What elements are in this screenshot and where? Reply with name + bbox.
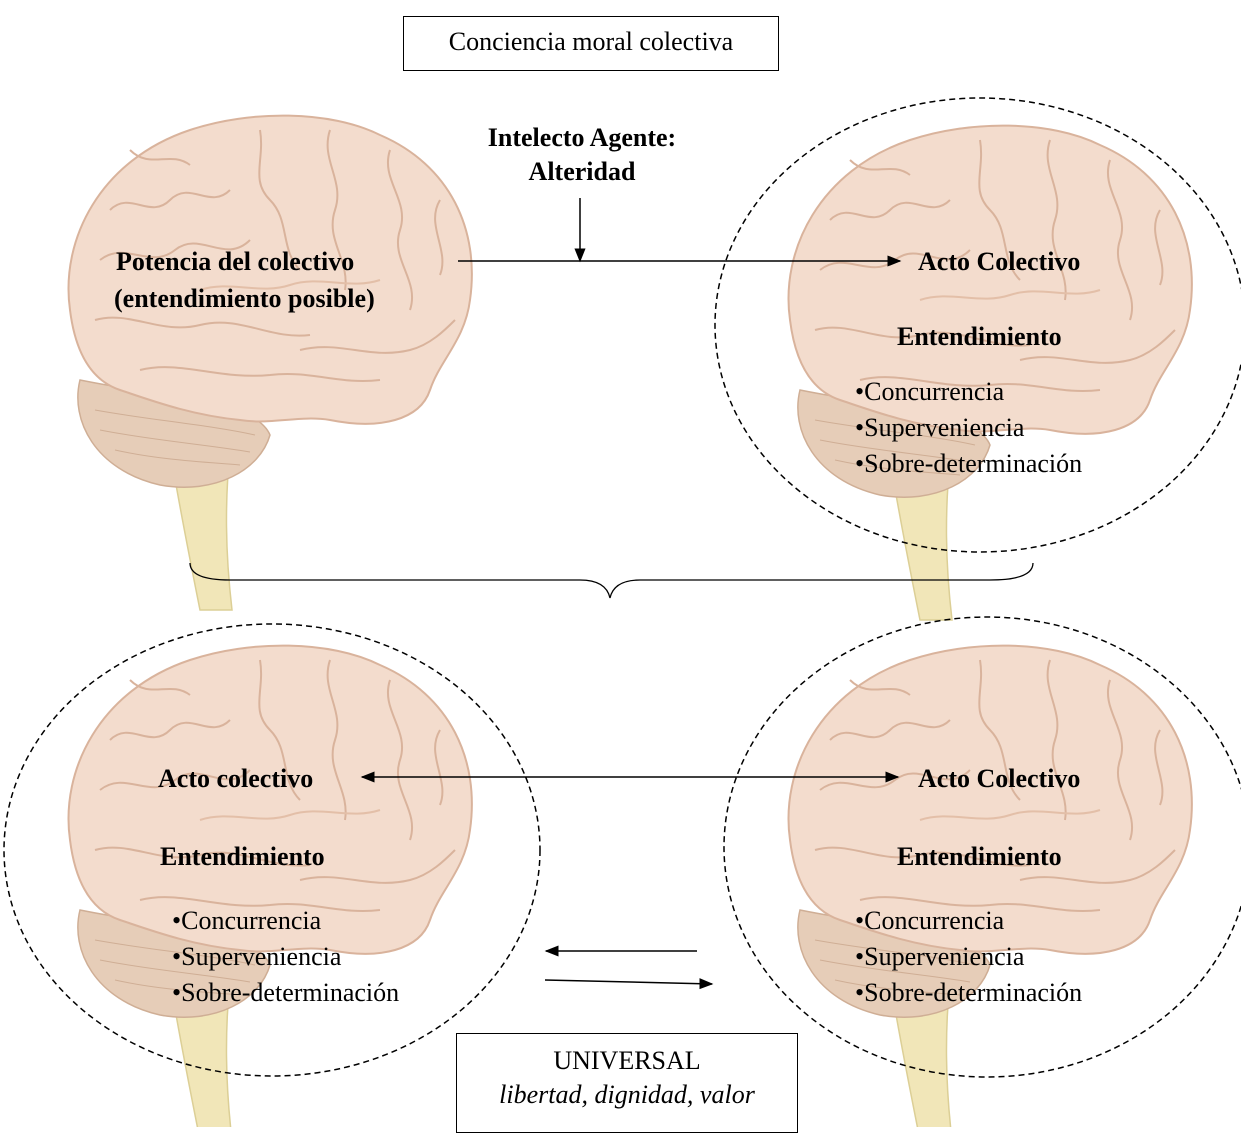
list-item: Sobre-determinación: [855, 446, 1082, 482]
dashed-circle-bottom-right: [723, 616, 1241, 1078]
potencia-label-line2: (entendimiento posible): [114, 284, 375, 313]
agent-label-line2: Alteridad: [528, 157, 636, 186]
entendimiento-label-bottom-left: Entendimiento: [160, 842, 325, 871]
brace: [189, 562, 1034, 599]
list-item: Superveniencia: [855, 410, 1082, 446]
dashed-circle-top-right: [714, 97, 1241, 553]
universal-subtitle: libertad, dignidad, valor: [499, 1080, 755, 1109]
potencia-label-line1: Potencia del colectivo: [116, 247, 355, 276]
brain-illustration-bottom-right: [787, 644, 1193, 1127]
universal-title: UNIVERSAL: [553, 1046, 701, 1075]
brain-illustration-bottom-left: [67, 644, 473, 1127]
universal-box: UNIVERSAL libertad, dignidad, valor: [456, 1033, 798, 1133]
dashed-circle-bottom-left: [3, 623, 541, 1077]
list-item: Concurrencia: [855, 374, 1082, 410]
acto-label-top-right: Acto Colectivo: [918, 247, 1081, 276]
agent-label-line1: Intelecto Agente:: [487, 123, 677, 152]
list-item: Superveniencia: [172, 939, 399, 975]
acto-label-bottom-right: Acto Colectivo: [918, 764, 1081, 793]
arrow-exchange-right: [544, 978, 714, 990]
list-item: Concurrencia: [172, 903, 399, 939]
list-top-right: Concurrencia Superveniencia Sobre-determ…: [855, 374, 1082, 482]
list-item: Concurrencia: [855, 903, 1082, 939]
brain-illustration-top-left: [67, 114, 473, 611]
title-box: Conciencia moral colectiva: [403, 16, 779, 71]
list-item: Sobre-determinación: [172, 975, 399, 1011]
acto-label-bottom-left: Acto colectivo: [158, 764, 314, 793]
brain-illustration-top-right: [787, 124, 1193, 621]
title-text: Conciencia moral colectiva: [448, 27, 734, 56]
list-item: Superveniencia: [855, 939, 1082, 975]
list-item: Sobre-determinación: [855, 975, 1082, 1011]
list-bottom-right: Concurrencia Superveniencia Sobre-determ…: [855, 903, 1082, 1011]
entendimiento-label-bottom-right: Entendimiento: [897, 842, 1062, 871]
entendimiento-label-top-right: Entendimiento: [897, 322, 1062, 351]
list-bottom-left: Concurrencia Superveniencia Sobre-determ…: [172, 903, 399, 1011]
